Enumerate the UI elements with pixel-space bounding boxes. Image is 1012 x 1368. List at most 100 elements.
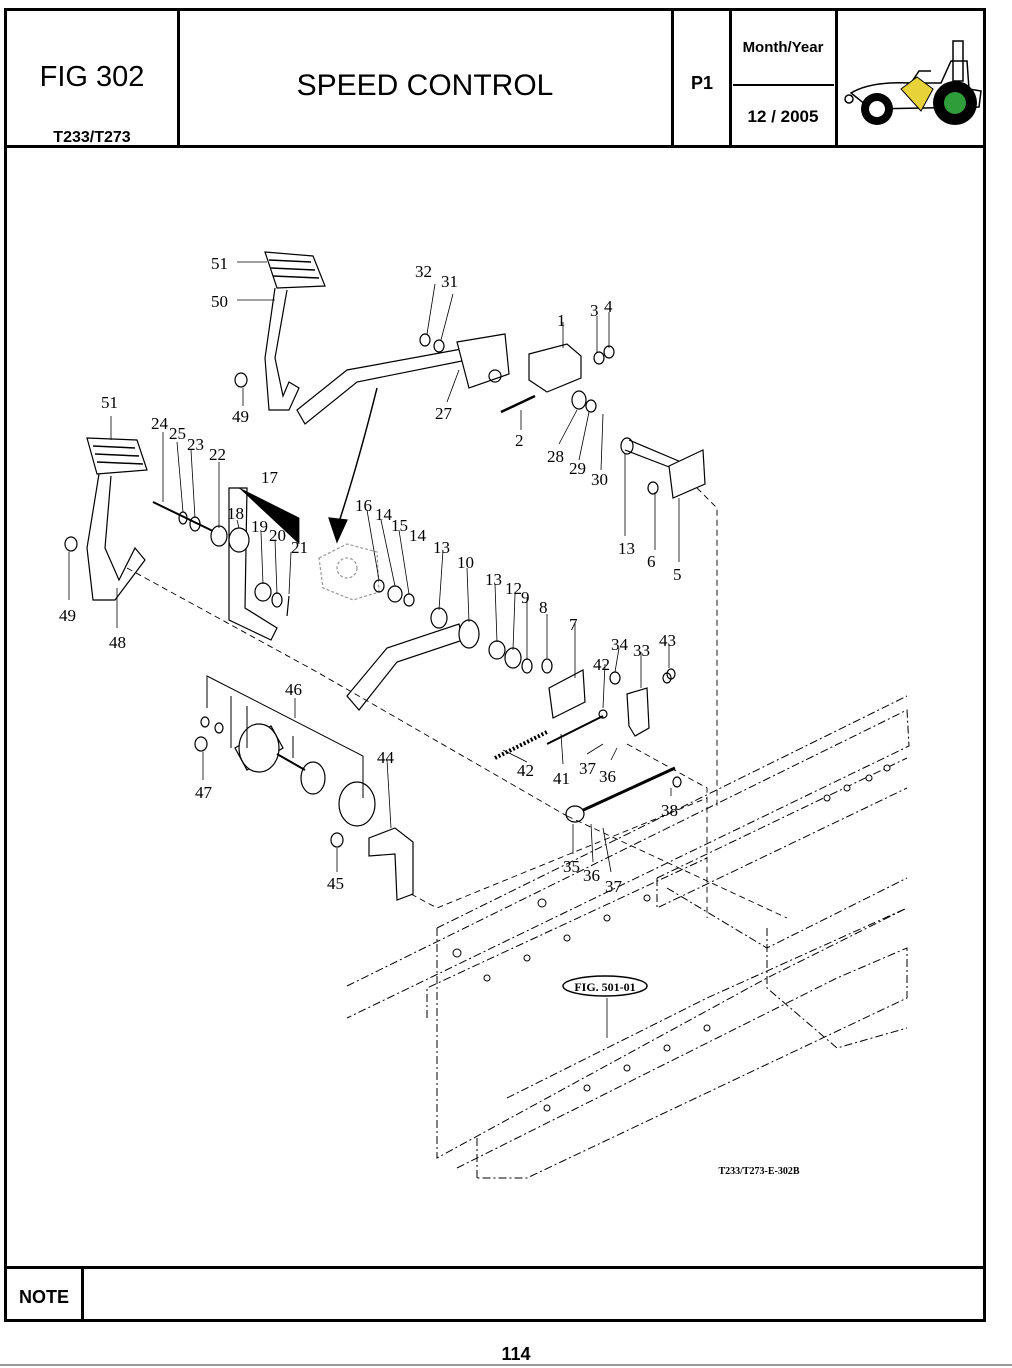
callout-label: 45: [327, 874, 344, 893]
page-frame: FIG 302 T233/T273 SPEED CONTROL P1 Month…: [4, 8, 986, 1322]
month-year-separator: [733, 84, 834, 86]
note-label: NOTE: [18, 1287, 69, 1307]
page-number: 114: [501, 1344, 531, 1364]
callout-label: 35: [563, 857, 580, 876]
callout-label: 48: [109, 633, 126, 652]
header-divider: [177, 11, 180, 145]
callout-label: 25: [169, 424, 186, 443]
bolt: [500, 394, 536, 414]
chassis-frame: [346, 695, 910, 1179]
lower-pedal: [86, 437, 148, 601]
callout-label: 9: [521, 588, 530, 607]
callout-label: 16: [355, 496, 372, 515]
pedal-shaft: [296, 333, 510, 425]
callout-label: 19: [251, 517, 268, 536]
stop-bracket: [626, 687, 650, 737]
callout-label: 51: [101, 393, 118, 412]
transmission-housing: [318, 543, 380, 601]
callout-label: 20: [269, 526, 286, 545]
callout-label: 24: [151, 414, 169, 433]
callout-label: 22: [209, 445, 226, 464]
callout-label: 42: [517, 761, 534, 780]
header-divider: [835, 11, 838, 145]
callout-label: 30: [591, 470, 608, 489]
callout-label: 43: [659, 631, 676, 650]
assembly-arrow: [336, 387, 378, 529]
callout-label: 49: [232, 407, 249, 426]
callout-label: 37: [605, 877, 623, 896]
callout-label: 44: [377, 748, 395, 767]
page-title: SPEED CONTROL: [296, 69, 554, 102]
callout-label: 13: [618, 539, 635, 558]
callout-label: 13: [433, 538, 450, 557]
callout-label: 50: [211, 292, 228, 311]
callout-label: 8: [539, 598, 548, 617]
callout-label: 29: [569, 459, 586, 478]
note-row: NOTE: [7, 1266, 983, 1322]
callout-label: 4: [604, 297, 613, 316]
chassis-holes: [452, 764, 891, 1112]
callout-label: 14: [409, 526, 427, 545]
damper-assembly: [234, 723, 376, 827]
callout-label: 31: [441, 272, 458, 291]
callout-label: 51: [211, 254, 228, 273]
upper-pedal: [264, 251, 326, 411]
model-code: T233/T273: [53, 129, 131, 146]
callout-label: 3: [590, 301, 599, 320]
month-year-label: Month/Year: [742, 39, 824, 56]
reference-oval: [562, 975, 648, 997]
callout-label: 2: [515, 431, 524, 450]
page-code: P1: [690, 73, 714, 93]
callout-label: 42: [593, 655, 610, 674]
callout-label: 13: [485, 570, 502, 589]
pin: [624, 439, 682, 471]
callout-label: 10: [457, 553, 474, 572]
callout-label: 21: [291, 538, 308, 557]
callout-label: 28: [547, 447, 564, 466]
bolt: [152, 501, 220, 535]
callout-label: 37: [579, 759, 597, 778]
header-divider: [671, 11, 674, 145]
bottom-rule: [0, 1364, 1012, 1366]
callout-label: 23: [187, 435, 204, 454]
note-divider: [81, 1269, 84, 1322]
adjusting-rod: [546, 715, 604, 745]
callout-leaders: [68, 261, 680, 1038]
callout-label: 32: [415, 262, 432, 281]
figure-reference: FIG. 501-01: [574, 980, 635, 994]
linkage-arm: [228, 487, 278, 641]
callout-labels: 51 50 49 27 32 31 1 2 3 4 5 6 13 28 29 3…: [59, 254, 682, 896]
callout-label: 33: [633, 641, 650, 660]
month-year-value: 12 / 2005: [747, 107, 819, 126]
exploded-parts-diagram: 51 50 49 27 32 31 1 2 3 4 5 6 13 28 29 3…: [59, 251, 910, 1179]
callout-label: 49: [59, 606, 76, 625]
arm-bracket: [548, 669, 586, 719]
drawing-code: T233/T273-E-302B: [718, 1166, 799, 1177]
callout-label: 7: [569, 615, 578, 634]
callout-label: 38: [661, 801, 678, 820]
callout-label: 36: [599, 767, 616, 786]
callout-label: 27: [435, 404, 453, 423]
callout-label: 34: [611, 635, 629, 654]
callout-label: 41: [553, 769, 570, 788]
callout-label: 36: [583, 866, 600, 885]
figure-number: FIG 302: [39, 61, 145, 93]
return-spring: [494, 730, 548, 760]
callout-label: 12: [505, 579, 522, 598]
control-arm: [346, 607, 533, 711]
callout-label: 18: [227, 504, 244, 523]
callout-label: 17: [261, 468, 279, 487]
callout-label: 6: [647, 552, 656, 571]
callout-label: 47: [195, 783, 213, 802]
callout-label: 5: [673, 565, 682, 584]
tractor-icon: [844, 40, 982, 125]
damper-bracket: [368, 827, 414, 901]
callout-label: 14: [375, 505, 393, 524]
pivot-block: [528, 343, 582, 393]
callout-label: 15: [391, 516, 408, 535]
header-divider: [729, 11, 732, 145]
callout-label: 1: [557, 311, 566, 330]
callout-label: 46: [285, 680, 302, 699]
header: FIG 302 T233/T273 SPEED CONTROL P1 Month…: [7, 11, 983, 148]
link-rod: [578, 766, 676, 814]
